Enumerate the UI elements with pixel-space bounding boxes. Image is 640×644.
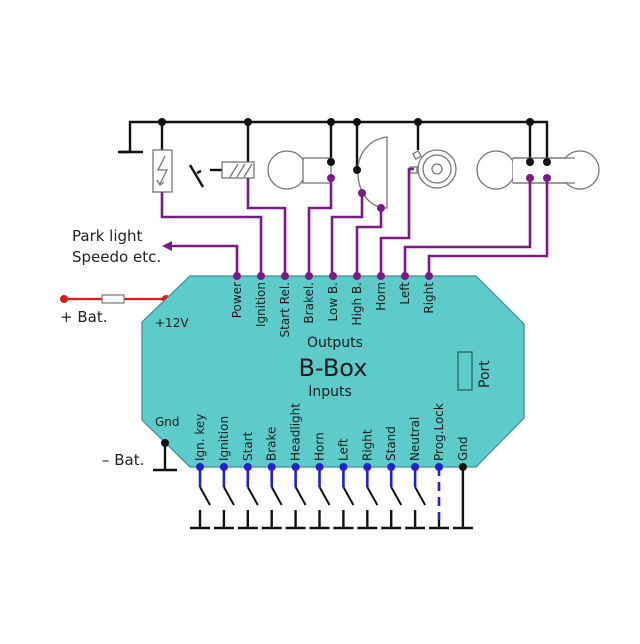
input-pin[interactable] [219,463,228,471]
gnd-label: Gnd [155,415,180,429]
horn-icon [409,149,457,189]
outputs-label: Outputs [307,335,363,351]
device-title: B-Box [299,354,368,382]
output-pin-label: Right [422,282,436,314]
output-pin[interactable] [353,272,361,280]
output-pin[interactable] [305,272,313,280]
aux-output-label-1: Park light [72,227,143,245]
output-pin[interactable] [377,272,385,280]
input-pin[interactable] [315,463,324,471]
output-pin[interactable] [329,272,337,280]
input-pin-label: Horn [313,432,327,461]
headlight-icon [353,136,388,209]
input-pin[interactable] [387,463,396,471]
input-pin[interactable] [435,463,443,471]
input-pin[interactable] [411,463,420,471]
arrow-icon [162,241,172,251]
input-pin[interactable] [339,463,348,471]
switch-icon[interactable] [246,486,259,506]
input-pin[interactable] [291,463,300,471]
output-pin-label: Start Rel. [278,282,292,337]
output-pin-label: Low B. [326,282,340,322]
input-pin-label: Left [336,438,350,461]
input-pin-label: Stand [384,426,398,461]
output-pin[interactable] [425,272,433,280]
input-pin[interactable] [363,463,372,471]
battery-negative-ground [153,439,177,472]
output-wires [160,167,551,276]
output-pin-label: Ignition [254,282,268,327]
switch-icon[interactable] [342,486,355,506]
indicator-bulbs-icon [476,150,600,190]
switch-icon[interactable] [223,486,235,506]
output-pin-label: Brakel. [302,282,316,324]
output-pin[interactable] [281,272,289,280]
starter-relay-icon [188,161,255,188]
aux-output-label-2: Speedo etc. [72,248,161,266]
switch-icon[interactable] [199,486,211,506]
switch-icon[interactable] [366,486,379,506]
output-pin[interactable] [257,272,265,280]
output-pin-label: High B. [350,282,364,325]
switch-icon[interactable] [390,486,403,506]
switch-icon[interactable] [318,486,331,506]
brake-bulb-icon [267,150,335,190]
input-pin[interactable] [267,463,276,471]
output-pin-label: Horn [374,282,388,311]
input-pin-label: Gnd [456,436,470,461]
switch-icon[interactable] [414,486,426,506]
output-pin[interactable] [233,272,241,280]
output-pin-label: Power [230,282,244,318]
b-box-body [141,275,525,468]
top-ground-bus [118,118,549,170]
input-pin-label: Prog.Lock [432,403,446,461]
fuse-icon [101,294,125,304]
output-pins: Power Ignition Start Rel. Brakel. Low B. High… [230,272,436,337]
ignition-coil-icon [152,149,173,193]
input-pin-label: Ign. key [193,414,207,461]
supply-label: +12V [155,316,189,330]
input-pin-label: Neutral [408,417,422,461]
input-pin-label: Ignition [217,416,231,461]
inputs-label: Inputs [308,384,352,400]
port-connector[interactable] [457,351,473,391]
battery-positive-label: + Bat. [60,308,107,326]
input-pin-label: Headlight [289,403,303,461]
output-pin-label: Left [398,282,412,305]
input-pin[interactable] [243,463,252,471]
battery-negative-label: – Bat. [102,451,144,469]
switch-icon[interactable] [270,486,283,506]
output-pin[interactable] [401,272,409,280]
port-label: Port [477,360,493,388]
battery-positive-wire [60,294,170,304]
input-pin-label: Start [241,431,255,461]
input-pin[interactable] [196,463,204,471]
input-pin-gnd[interactable] [458,463,467,471]
switch-icon[interactable] [294,486,307,506]
input-pin-label: Brake [265,427,279,461]
input-pin-label: Right [360,429,374,461]
